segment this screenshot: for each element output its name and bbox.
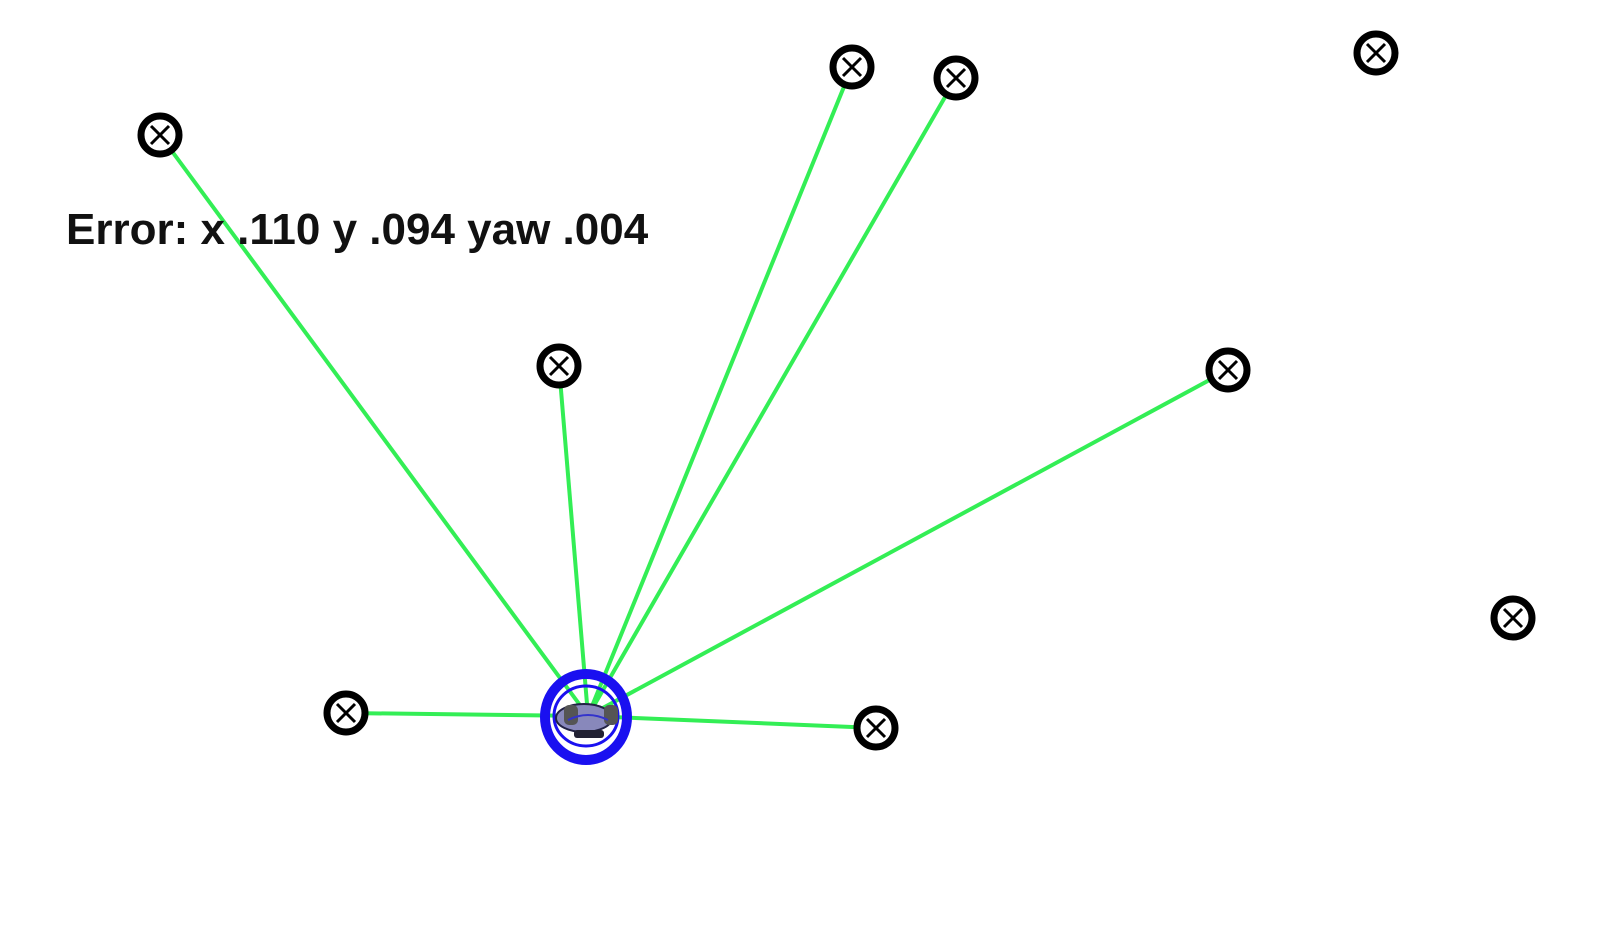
- circled-x-icon: [933, 55, 979, 101]
- observation-line: [586, 77, 958, 717]
- observation-line: [158, 133, 590, 718]
- observation-lines: [158, 66, 1229, 730]
- circled-x-icon: [137, 112, 183, 158]
- vehicle: [540, 669, 632, 765]
- car-icon: [540, 669, 632, 765]
- circled-x-icon: [323, 690, 369, 736]
- circled-x-icon: [829, 44, 875, 90]
- error-readout: Error: x .110 y .094 yaw .004: [66, 205, 649, 254]
- observation-line: [586, 66, 854, 717]
- circled-x-icon: [1490, 595, 1536, 641]
- circled-x-icon: [1353, 30, 1399, 76]
- observation-line: [345, 711, 589, 718]
- observation-line: [557, 365, 590, 717]
- circled-x-icon: [1205, 347, 1251, 393]
- landmarks: [137, 30, 1536, 751]
- circled-x-icon: [853, 705, 899, 751]
- observation-line: [587, 368, 1229, 718]
- circled-x-icon: [536, 343, 582, 389]
- observation-line: [587, 714, 877, 730]
